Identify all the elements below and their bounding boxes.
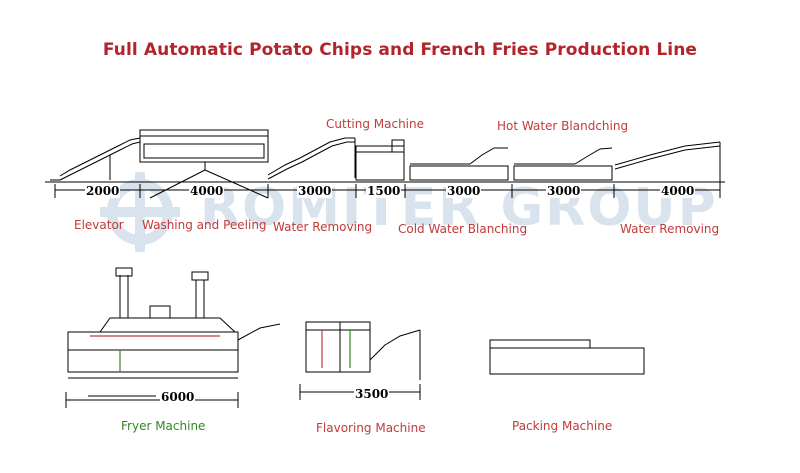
dimension-washing-peeling: 4000: [189, 184, 225, 198]
row2-dimension-line: [65, 392, 239, 408]
dimension-water-removing-1: 3000: [297, 184, 333, 198]
cutting-machine-label: Cutting Machine: [326, 117, 424, 131]
water-removing-1-label: Water Removing: [273, 220, 373, 234]
flavoring-machine-label: Flavoring Machine: [316, 421, 426, 435]
dimension-flavoring-machine: 3500: [354, 387, 390, 401]
fryer-machine-label: Fryer Machine: [121, 419, 206, 433]
hot-water-blanching-label: Hot Water Blandching: [497, 119, 629, 133]
dimension-elevator: 2000: [85, 184, 121, 198]
fryer-machine-drawing: [67, 267, 281, 397]
dimension-water-removing-2: 4000: [660, 184, 696, 198]
water-removing-1-drawing: [267, 137, 356, 180]
water-removing-2-label: Water Removing: [620, 222, 720, 236]
washing-peeling-drawing: [139, 129, 269, 199]
dimension-cutting-machine: 1500: [366, 184, 402, 198]
hot-water-blanching-drawing: [513, 147, 613, 181]
packing-machine-drawing: [489, 339, 645, 375]
elevator-label: Elevator: [74, 218, 124, 232]
diagram-title: Full Automatic Potato Chips and French F…: [102, 40, 698, 60]
cutting-machine-drawing: [355, 139, 405, 181]
dimension-cold-water-blanching: 3000: [446, 184, 482, 198]
packing-machine-label: Packing Machine: [512, 419, 613, 433]
cold-water-blanching-label: Cold Water Blanching: [398, 222, 528, 236]
cold-water-blanching-drawing: [409, 147, 509, 181]
dimension-hot-water-blanching: 3000: [546, 184, 582, 198]
dimension-fryer-machine: 6000: [160, 390, 196, 404]
elevator-drawing: [50, 137, 141, 181]
washing-peeling-label: Washing and Peeling: [142, 218, 267, 232]
